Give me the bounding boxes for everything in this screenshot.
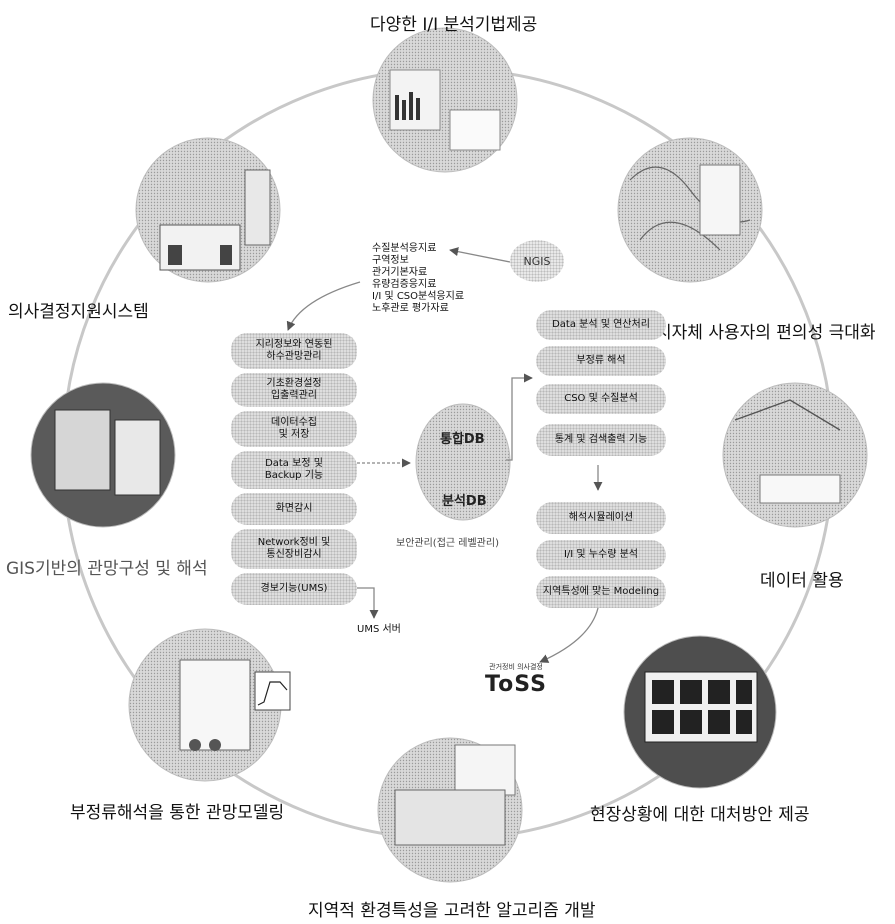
right-pill-modeling: 지역특성에 맞는 Modeling [536, 576, 666, 608]
right-pill-simulation: 해석시뮬레이션 [536, 502, 666, 534]
right-pill-stats-search: 통계 및 검색출력 기능 [536, 424, 666, 456]
label-bottom-right: 현장상황에 대한 대처방안 제공 [590, 805, 810, 825]
ngis-data-item: 관거기본자료 [372, 267, 428, 278]
right-pill-ii-leak: I/I 및 누수량 분석 [536, 540, 666, 570]
right-pill-data-analysis: Data 분석 및 연산처리 [536, 310, 666, 340]
left-pill-env-setup: 기초환경설정 입출력관리 [231, 373, 357, 407]
label-bottom: 지역적 환경특성을 고려한 알고리즘 개발 [308, 901, 596, 921]
db-ellipse [415, 403, 511, 521]
screenshot-circle-top-left [135, 137, 281, 283]
ngis-data-item: 수질분석응지료 [372, 243, 437, 254]
left-pill-alarm-ums: 경보기능(UMS) [231, 573, 357, 605]
screenshot-circle-left [30, 382, 176, 528]
label-top: 다양한 I/I 분석기법제공 [370, 15, 538, 35]
ngis-data-item: 구역정보 [372, 255, 409, 266]
right-pill-cso-quality: CSO 및 수질분석 [536, 384, 666, 414]
ngis-data-item: 노후관로 평가자료 [372, 303, 449, 314]
ngis-label: NGIS [523, 254, 551, 268]
ngis-data-item: 유량검증응지료 [372, 279, 437, 290]
data-to-left-arrow [286, 281, 361, 331]
label-top-right: 지자체 사용자의 편의성 극대화 [656, 323, 876, 343]
screenshot-circle-top [372, 27, 518, 173]
screenshot-circle-bottom-left [128, 628, 291, 782]
left-pill-screen-monitor: 화면감시 [231, 493, 357, 525]
security-label: 보안관리(접근 레벨관리) [396, 538, 499, 549]
label-bottom-left: 부정류해석을 통한 관망모델링 [70, 803, 285, 823]
ngis-node: NGIS [510, 240, 564, 282]
left-pill-data-backup: Data 보정 및 Backup 기능 [231, 451, 357, 489]
db-to-right-arrow [506, 373, 533, 461]
label-right: 데이터 활용 [760, 571, 844, 591]
label-top-left: 의사결정지원시스템 [8, 302, 149, 322]
ums-arrow [357, 587, 379, 619]
left-pill-data-collect: 데이터수집 및 저장 [231, 411, 357, 447]
ngis-data-list: 수질분석응지료 구역정보 관거기본자료 유량검증응지료 I/I 및 CSO분석응… [372, 243, 464, 315]
left-pill-network: Network정비 및 통신장비감시 [231, 529, 357, 569]
screenshot-circle-top-right [617, 137, 763, 283]
label-left: GIS기반의 관망구성 및 해석 [6, 559, 208, 579]
toss-block: 관거정비 의사결정 ToSS [468, 662, 564, 697]
ngis-data-item: I/I 및 CSO분석응지료 [372, 291, 465, 302]
right-pill-unsteady-flow: 부정류 해석 [536, 346, 666, 376]
screenshot-circle-right [722, 382, 868, 528]
integrated-db-label: 통합DB [440, 432, 485, 447]
toss-subtitle: 관거정비 의사결정 [489, 663, 543, 671]
screenshot-circle-bottom [377, 737, 523, 883]
toss-logo: ToSS [485, 672, 547, 697]
analysis-db-label: 분석DB [442, 494, 487, 509]
ums-server-label: UMS 서버 [357, 624, 401, 635]
left-pill-gis-linked: 지리정보와 연동된 하수관망관리 [231, 333, 357, 369]
ngis-to-data-arrow [449, 247, 511, 263]
screenshot-circle-bottom-right [623, 635, 777, 789]
right-to-toss-arrow [539, 607, 599, 663]
